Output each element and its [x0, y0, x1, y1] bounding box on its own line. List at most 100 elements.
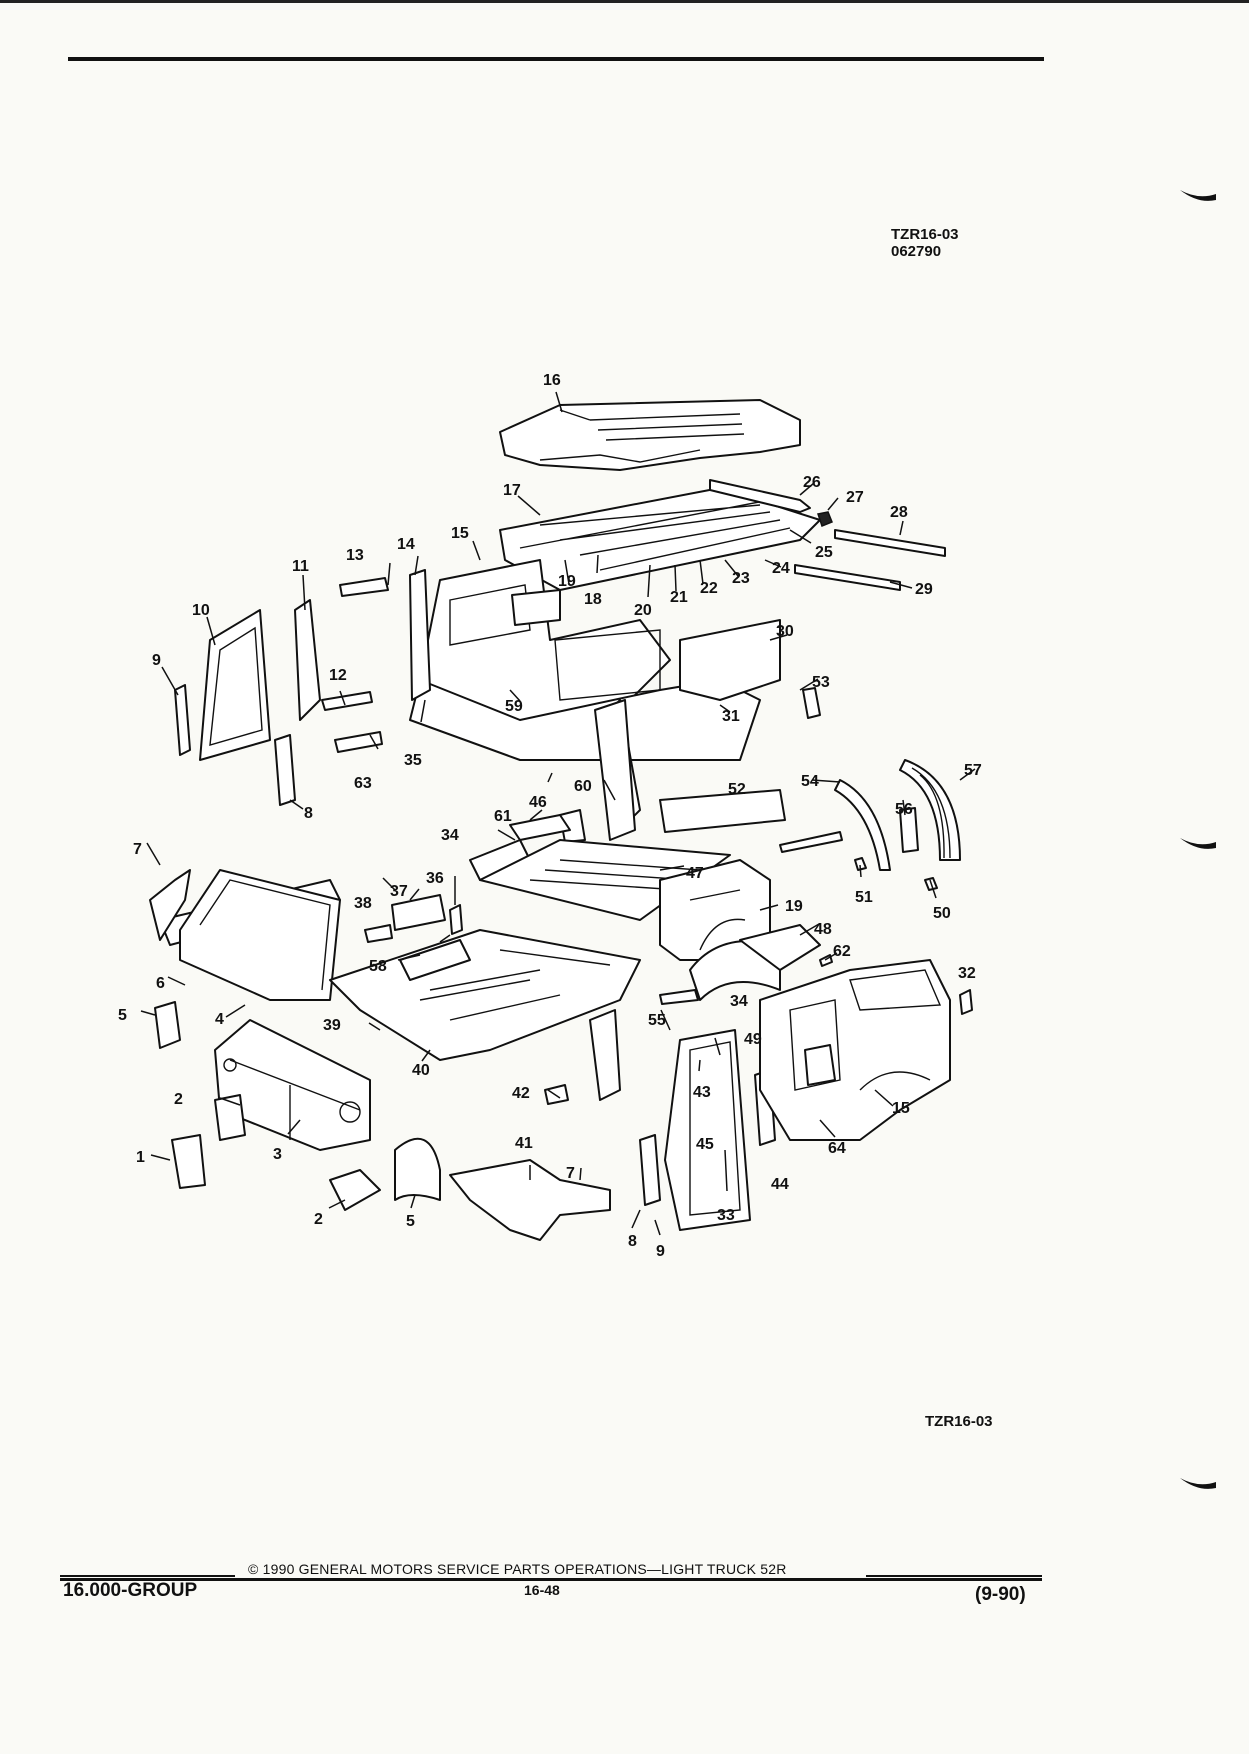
callout-labels: 16 17 26 27 28 25 24 29 23 22 21 20 18 1… [118, 372, 982, 1260]
callout: 23 [732, 570, 750, 587]
callout: 27 [846, 489, 864, 506]
figure-id: TZR16-03 [891, 226, 959, 243]
callout: 9 [656, 1243, 665, 1260]
callout: 3 [273, 1146, 282, 1163]
binder-mark-icon [1180, 838, 1216, 849]
callout: 34 [730, 993, 748, 1010]
callout: 33 [717, 1207, 735, 1224]
group-label: 16.000-GROUP [63, 1580, 198, 1601]
rear-wheel-opening-panels [834, 759, 961, 871]
callout: 34 [441, 827, 459, 844]
callout: 2 [314, 1211, 323, 1228]
callout: 16 [543, 372, 561, 389]
callout: 14 [397, 536, 415, 553]
callout: 10 [192, 602, 210, 619]
callout: 19 [558, 573, 576, 590]
floor-pan [329, 929, 641, 1061]
callout: 19 [785, 898, 803, 915]
footer-rule [60, 1578, 1042, 1581]
callout: 5 [406, 1213, 415, 1230]
roof-panel [499, 399, 801, 471]
callout: 28 [890, 504, 908, 521]
callout: 44 [771, 1176, 789, 1193]
callout: 6 [156, 975, 165, 992]
callout: 51 [855, 889, 873, 906]
dash-panel [214, 1019, 371, 1151]
callout: 61 [494, 808, 512, 825]
callout: 36 [426, 870, 444, 887]
footer-rule [60, 1575, 235, 1577]
callout: 15 [451, 525, 469, 542]
callout: 17 [503, 482, 521, 499]
callout: 48 [814, 921, 832, 938]
callout: 13 [346, 547, 364, 564]
callout: 15 [892, 1100, 910, 1117]
copyright-line: © 1990 GENERAL MOTORS SERVICE PARTS OPER… [248, 1561, 787, 1577]
callout: 26 [803, 474, 821, 491]
callout: 8 [628, 1233, 637, 1250]
figure-date-code: 062790 [891, 243, 942, 260]
callout: 35 [404, 752, 422, 769]
callout: 53 [812, 674, 830, 691]
roof-bows [499, 479, 946, 591]
callout: 64 [828, 1140, 846, 1157]
callout: 38 [354, 895, 372, 912]
callout: 18 [584, 591, 602, 608]
front-door-frame [174, 599, 321, 806]
footer-rule [866, 1575, 1042, 1577]
callout: 52 [728, 781, 746, 798]
callout: 43 [693, 1084, 711, 1101]
callout: 55 [648, 1012, 666, 1029]
callout: 32 [958, 965, 976, 982]
callout: 62 [833, 943, 851, 960]
callout: 21 [670, 589, 688, 606]
scan-top-edge [0, 0, 1249, 3]
callout: 8 [304, 805, 313, 822]
header-rule [68, 57, 1044, 61]
callout: 58 [369, 958, 387, 975]
callout: 39 [323, 1017, 341, 1034]
callout: 7 [566, 1165, 575, 1182]
callout: 25 [815, 544, 833, 561]
callout: 59 [505, 698, 523, 715]
callout: 47 [686, 865, 704, 882]
figure-id-bottom: TZR16-03 [925, 1413, 993, 1430]
callout: 31 [722, 708, 740, 725]
leader-lines [140, 391, 976, 1236]
callout: 4 [215, 1011, 224, 1028]
body-side-upper [409, 559, 781, 831]
inner-quarter-panel [659, 859, 821, 1001]
callout: 22 [700, 580, 718, 597]
callout: 45 [696, 1136, 714, 1153]
callout: 5 [118, 1007, 127, 1024]
page-number: 16-48 [524, 1582, 560, 1598]
callout: 56 [895, 801, 913, 818]
figure-id-top: TZR16-03 062790 [891, 226, 959, 260]
callout: 30 [776, 623, 794, 640]
callout: 41 [515, 1135, 533, 1152]
callout: 29 [915, 581, 933, 598]
binder-mark-icon [1180, 190, 1216, 201]
callout: 46 [529, 794, 547, 811]
callout: 37 [390, 883, 408, 900]
b-pillar-and-sill [594, 699, 786, 841]
windshield-frame-and-cowl [149, 869, 341, 1049]
callout: 57 [964, 762, 982, 779]
floor-crossmember [449, 1159, 611, 1241]
callout: 40 [412, 1062, 430, 1079]
callout: 24 [772, 560, 790, 577]
cowl-side-parts [171, 1094, 441, 1211]
callout: 20 [634, 602, 652, 619]
callout: 2 [174, 1091, 183, 1108]
callout: 7 [133, 841, 142, 858]
callout: 9 [152, 652, 161, 669]
callout: 1 [136, 1149, 145, 1166]
callout: 63 [354, 775, 372, 792]
callout: 50 [933, 905, 951, 922]
callout: 54 [801, 773, 819, 790]
body-side-outer [759, 959, 951, 1141]
callout: 60 [574, 778, 592, 795]
callout: 11 [292, 558, 309, 575]
